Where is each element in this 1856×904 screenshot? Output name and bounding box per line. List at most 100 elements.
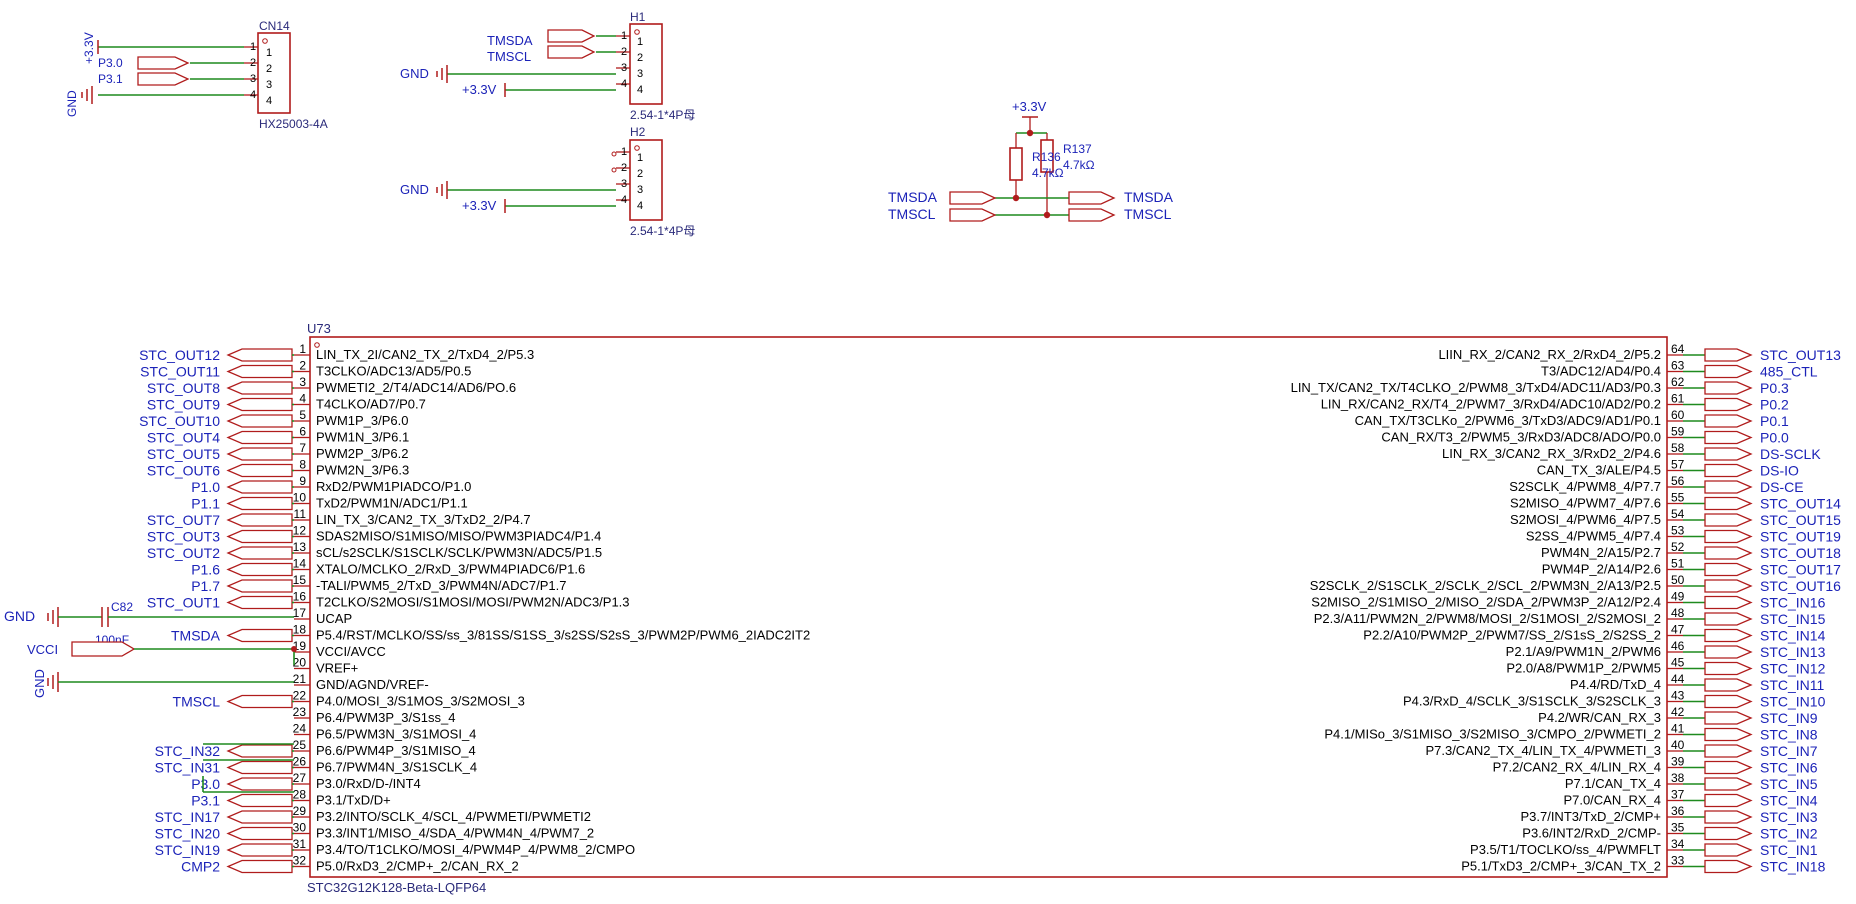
u73-right-port <box>1704 826 1753 841</box>
u73-left-pin-name: PWM1P_3/P6.0 <box>316 413 409 428</box>
u73-right-port <box>1704 843 1753 857</box>
u73-right-pin-num: 34 <box>1671 837 1685 851</box>
cn14-pin-num: 4 <box>250 89 256 101</box>
cn14-pin-name: 2 <box>266 63 272 75</box>
u73-right-pin-num: 56 <box>1671 474 1685 488</box>
u73-right-pin-name: P4.2/WR/CAN_RX_3 <box>1538 710 1661 725</box>
h1-3v3-label: +3.3V <box>462 82 497 97</box>
u73-left-port <box>226 760 293 775</box>
u73-left-pin-name: sCL/s2SCLK/S1SCLK/SCLK/PWM3N/ADC5/P1.5 <box>316 545 602 560</box>
u73-right-port <box>1704 447 1753 461</box>
u73-right-pin-num: 53 <box>1671 524 1685 538</box>
u73-right-pin-num: 45 <box>1671 656 1685 670</box>
u73-left-pin-name: P3.0/RxD/D-/INT4 <box>316 776 421 791</box>
u73-right-net-label: STC_IN9 <box>1760 710 1818 726</box>
u73-right-pin-name: PWM4P_2/A14/P2.6 <box>1542 562 1661 577</box>
u73-right-pin-num: 39 <box>1671 755 1685 769</box>
u73-right-port <box>1704 348 1753 362</box>
cn14-pin-num: 3 <box>250 73 256 85</box>
u73-part: STC32G12K128-Beta-LQFP64 <box>307 880 486 895</box>
u73-left-pin-name: P6.5/PWM3N_3/S1MOSI_4 <box>316 727 476 742</box>
u73-left-pin-num: 17 <box>293 606 307 620</box>
u73-right-net-label: STC_IN5 <box>1760 776 1818 792</box>
u73-left-net-label: STC_IN20 <box>155 826 221 842</box>
u73-right-pin-name: S2SCLK_2/S1SCLK_2/SCLK_2/SCL_2/PWM3N_2/A… <box>1310 578 1661 593</box>
u73-left-pin-num: 1 <box>299 342 306 356</box>
u73-right-port <box>1704 678 1753 692</box>
u73-right-pin-name: LIN_TX/CAN2_TX/T4CLKO_2/PWM8_3/TxD4/ADC1… <box>1291 380 1661 395</box>
pullup-junction <box>1026 129 1034 137</box>
u73-gnd-label: GND <box>32 669 47 698</box>
cn14-3v3-label: +3.3V <box>82 32 96 64</box>
u73-right-port <box>1704 793 1753 808</box>
u73-right-pin-num: 60 <box>1671 408 1685 422</box>
u73-right-net-label: STC_IN11 <box>1760 677 1825 693</box>
u73-left-pin-name: P6.7/PWM4N_3/S1SCLK_4 <box>316 760 477 775</box>
u73-left-net-label: STC_OUT4 <box>147 430 220 446</box>
u73-left-pin-num: 22 <box>293 689 307 703</box>
u73-right-port <box>1704 744 1753 758</box>
h2-value: 2.54-1*4P母 <box>630 224 695 238</box>
h2-pin-name: 1 <box>637 152 643 164</box>
pullup-tmsda-out-label: TMSDA <box>1124 189 1174 205</box>
u73-left-port <box>226 793 293 808</box>
h2-nc-marker <box>611 151 617 157</box>
u73-left-net-label: STC_IN19 <box>155 842 221 858</box>
h2-nc-marker <box>611 167 617 173</box>
u73-right-net-label: STC_IN8 <box>1760 727 1818 743</box>
c82-gnd-symbol <box>47 607 59 627</box>
u73-right-pin-name: P3.5/T1/TOCLKO/ss_4/PWMFLT <box>1470 842 1661 857</box>
u73-right-port <box>1704 480 1753 494</box>
h1-tmscl-label: TMSCL <box>487 49 531 64</box>
u73-right-pin-num: 52 <box>1671 540 1685 554</box>
u73-right-pin-num: 51 <box>1671 557 1685 571</box>
u73-right-pin-num: 58 <box>1671 441 1685 455</box>
u73-right-net-label: STC_IN12 <box>1760 661 1826 677</box>
pullup-3v3-label: +3.3V <box>1012 99 1047 114</box>
tmscl-junction <box>1043 211 1051 219</box>
r136-body <box>1009 147 1023 181</box>
h2-gnd-symbol <box>436 181 448 199</box>
u73-right-net-label: STC_IN2 <box>1760 826 1818 842</box>
h1-value: 2.54-1*4P母 <box>630 108 695 122</box>
u73-left-pin-name: PWM2P_3/P6.2 <box>316 446 409 461</box>
cn14-pin-name: 1 <box>266 47 272 59</box>
cn14-p30-port <box>137 56 190 70</box>
u73-right-pin-num: 63 <box>1671 359 1685 373</box>
h2-pin-num: 3 <box>621 178 627 190</box>
u73-left-port <box>226 579 293 593</box>
u73-right-net-label: STC_IN6 <box>1760 760 1818 776</box>
vcci-junction <box>291 646 297 652</box>
u73-right-pin-num: 38 <box>1671 771 1685 785</box>
u73-right-pin-num: 48 <box>1671 606 1685 620</box>
u73-left-net-label: TMSDA <box>171 628 221 644</box>
cn14-ref: CN14 <box>259 19 290 33</box>
c82-ref: C82 <box>111 600 133 614</box>
u73-right-pin-num: 43 <box>1671 689 1685 703</box>
u73-left-pin-name: P4.0/MOSI_3/S1MOS_3/S2MOSI_3 <box>316 694 525 709</box>
u73-right-net-label: STC_IN3 <box>1760 809 1818 825</box>
u73-right-net-label: STC_IN1 <box>1760 842 1818 858</box>
u73-left-pin-name: -TALI/PWM5_2/TxD_3/PWM4N/ADC7/P1.7 <box>316 578 566 593</box>
u73-right-pin-name: P2.3/A11/PWM2N_2/PWM8/MOSI_2/S1MOSI_2/S2… <box>1314 611 1661 626</box>
h1-pin-name: 2 <box>637 52 643 64</box>
u73-left-port <box>226 777 293 791</box>
cn14-p31-label: P3.1 <box>98 72 123 86</box>
u73-left-pin-num: 32 <box>293 854 307 868</box>
u73-pin1-marker <box>314 342 320 348</box>
u73-left-pin-num: 13 <box>293 540 307 554</box>
u73-right-port <box>1704 612 1753 626</box>
u73-right-net-label: P0.3 <box>1760 380 1789 396</box>
u73-left-pin-name: P5.4/RST/MCLKO/SS/ss_3/81SS/S1SS_3/s2SS/… <box>316 628 810 643</box>
u73-left-pin-name: T2CLKO/S2MOSI/S1MOSI/MOSI/PWM2N/ADC3/P1.… <box>316 595 630 610</box>
u73-left-pin-num: 3 <box>299 375 306 389</box>
cn14-pin1-marker <box>262 38 268 44</box>
u73-left-pin-num: 10 <box>293 491 307 505</box>
u73-left-pin-name: SDAS2MISO/S1MISO/MISO/PWM3PIADC4/P1.4 <box>316 529 601 544</box>
u73-right-port <box>1704 810 1753 824</box>
pullup-tmscl-out-label: TMSCL <box>1124 206 1172 222</box>
u73-left-port <box>226 628 293 643</box>
u73-right-pin-num: 33 <box>1671 854 1685 868</box>
u73-left-port <box>226 381 293 395</box>
